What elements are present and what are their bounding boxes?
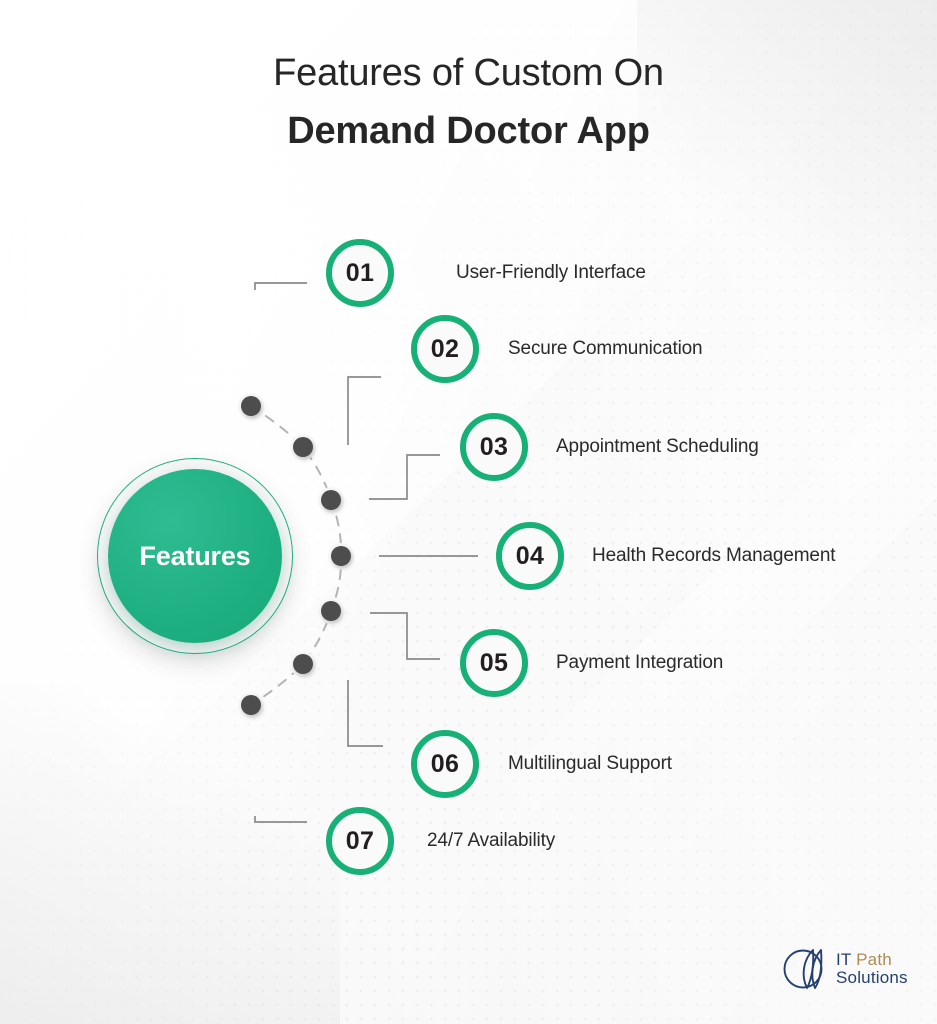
logo-line-1: IT Path: [836, 949, 908, 969]
page-title-line-2: Demand Doctor App: [287, 110, 650, 153]
feature-item-04[interactable]: 04 Health Records Management: [496, 522, 836, 590]
feature-item-01[interactable]: 01 User-Friendly Interface: [326, 239, 646, 307]
feature-label-02: Secure Communication: [508, 338, 703, 359]
it-path-solutions-mark-icon: [783, 949, 823, 989]
feature-number-03: 03: [479, 432, 509, 461]
feature-number-badge-06: 06: [411, 730, 479, 798]
feature-label-06: Multilingual Support: [508, 753, 672, 774]
page-title-line-1: Features of Custom On: [273, 52, 664, 94]
logo-wordmark: IT Path Solutions: [836, 949, 908, 988]
feature-item-05[interactable]: 05 Payment Integration: [460, 629, 723, 697]
logo-path-text: Path: [856, 949, 892, 969]
feature-label-03: Appointment Scheduling: [556, 436, 759, 457]
feature-item-06[interactable]: 06 Multilingual Support: [411, 730, 672, 798]
background-shade-top-right: [637, 0, 937, 330]
hub-core-circle: Features: [108, 469, 282, 643]
background-shade-bottom-left: [0, 684, 340, 1024]
feature-number-badge-03: 03: [460, 413, 528, 481]
feature-number-04: 04: [515, 541, 545, 570]
brand-logo: IT Path Solutions: [783, 944, 908, 994]
feature-item-03[interactable]: 03 Appointment Scheduling: [460, 413, 759, 481]
hub-label: Features: [139, 540, 251, 571]
feature-number-badge-04: 04: [496, 522, 564, 590]
feature-number-badge-01: 01: [326, 239, 394, 307]
center-hub: Features: [97, 458, 293, 654]
feature-number-badge-07: 07: [326, 807, 394, 875]
logo-it-text: IT: [836, 949, 857, 969]
feature-number-01: 01: [345, 258, 375, 287]
feature-label-05: Payment Integration: [556, 652, 724, 673]
feature-number-05: 05: [479, 648, 509, 677]
feature-label-07: 24/7 Availability: [427, 830, 556, 851]
feature-number-badge-05: 05: [460, 629, 528, 697]
feature-number-02: 02: [430, 334, 460, 363]
feature-item-07[interactable]: 07 24/7 Availability: [326, 807, 555, 875]
feature-number-06: 06: [430, 749, 460, 778]
feature-item-02[interactable]: 02 Secure Communication: [411, 315, 703, 383]
feature-label-04: Health Records Management: [592, 545, 836, 566]
feature-label-01: User-Friendly Interface: [456, 262, 646, 283]
feature-number-badge-02: 02: [411, 315, 479, 383]
page-title: Features of Custom On Demand Doctor App: [0, 48, 937, 156]
logo-line-2: Solutions: [836, 968, 908, 987]
feature-number-07: 07: [345, 826, 375, 855]
